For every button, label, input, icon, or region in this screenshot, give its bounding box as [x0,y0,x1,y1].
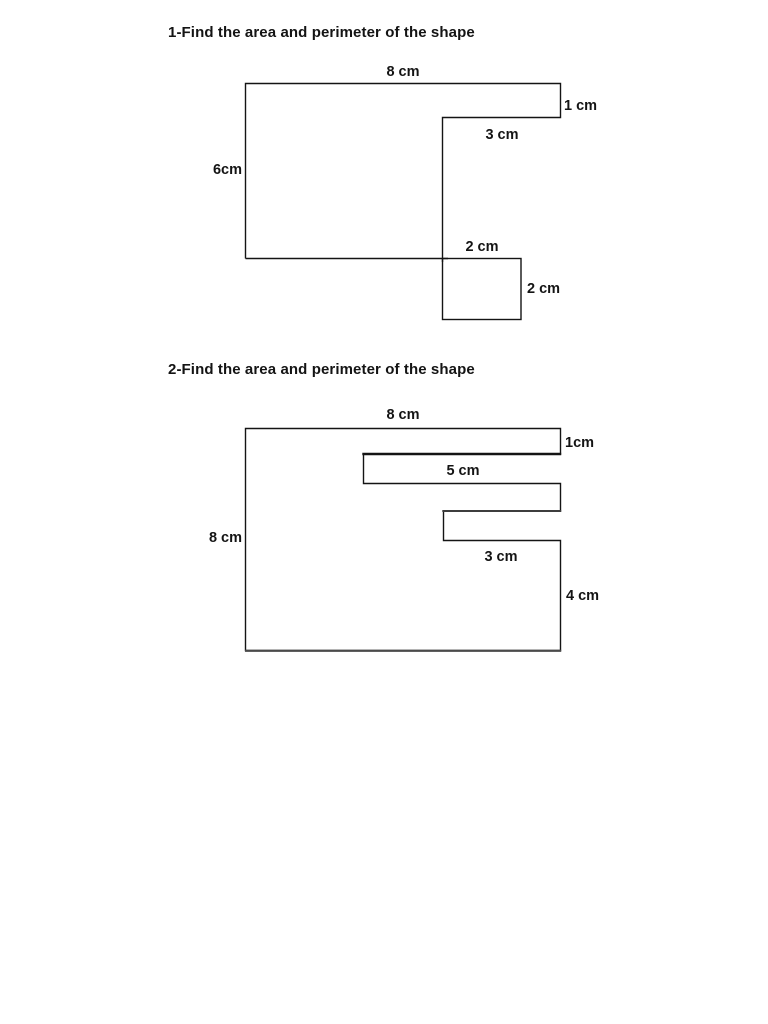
shape1-square-right-label: 2 cm [527,281,561,297]
shape1-square-top-label: 2 cm [465,239,499,255]
shape1-left-height-label: 6cm [212,162,242,178]
shape2-top-width-label: 8 cm [386,407,420,423]
shape2-right-step-label: 1cm [565,435,595,451]
shape-2-figure [244,427,562,652]
shape1-hanging-square [441,257,522,321]
problem-1-title: 1-Find the area and perimeter of the sha… [168,24,475,41]
shape-1-figure [244,82,562,321]
shape2-slot1-width-label: 5 cm [446,463,480,479]
shape1-right-step-label: 1 cm [564,98,598,114]
shape1-outline [244,82,562,262]
shape1-top-width-label: 8 cm [386,64,420,80]
shape2-outline [244,427,562,652]
shape1-step-width-label: 3 cm [485,127,519,143]
shape2-left-height-label: 8 cm [208,530,242,546]
shape2-slot2-width-label: 3 cm [484,549,518,565]
shape2-right-lower-label: 4 cm [566,588,600,604]
problem-2-title: 2-Find the area and perimeter of the sha… [168,361,475,378]
